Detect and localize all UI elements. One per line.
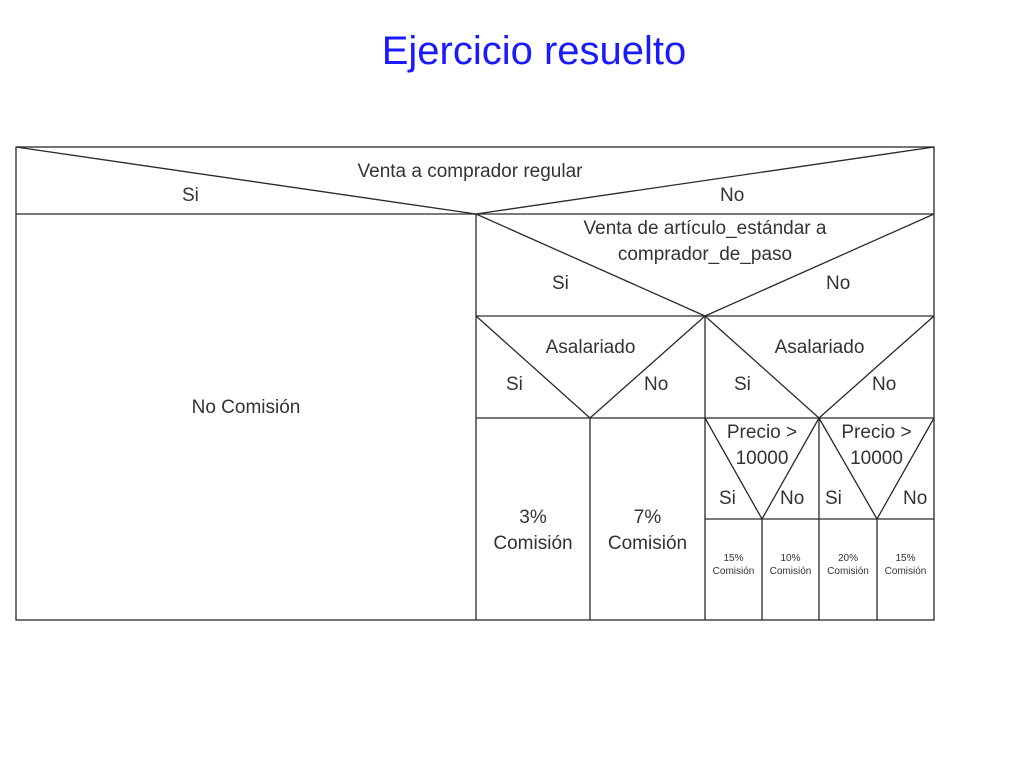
result-7-percent: 7%: [633, 507, 662, 528]
precio-left-line1: Precio >: [726, 422, 798, 443]
result-3-percent: 3%: [519, 507, 547, 528]
asalariado-left-no: No: [644, 374, 669, 395]
result-3-label: Comisión: [493, 533, 573, 554]
asalariado-left-yes: Si: [506, 374, 523, 395]
precio-right-yes: Si: [825, 488, 842, 509]
result-10-label: Comisión: [769, 566, 812, 577]
root-condition: Venta a comprador regular: [357, 161, 583, 182]
result-20-percent: 20%: [837, 553, 858, 564]
result-15b-label: Comisión: [884, 566, 927, 577]
result-15a-label: Comisión: [712, 566, 755, 577]
diagram-frame: [15, 146, 935, 621]
root-no: No: [720, 185, 745, 206]
precio-right-line1: Precio >: [841, 422, 912, 443]
precio-left-line2: 10000: [735, 448, 789, 469]
page-title: Ejercicio resuelto: [381, 29, 687, 73]
precio-left-yes: Si: [719, 488, 736, 509]
asalariado-left-diagonals: [475, 315, 706, 419]
level2-condition-line1: Venta de artículo_estándar a: [583, 218, 827, 239]
precio-left-no: No: [780, 488, 805, 509]
level2-no: No: [826, 273, 851, 294]
result-10-percent: 10%: [780, 553, 801, 564]
result-20-label: Comisión: [827, 566, 869, 577]
result-15a-percent: 15%: [723, 553, 744, 564]
result-7-label: Comisión: [607, 533, 688, 554]
asalariado-right-condition: Asalariado: [774, 337, 865, 358]
asalariado-right-diagonals: [704, 315, 935, 419]
precio-right-no: No: [903, 488, 928, 509]
result-15b-percent: 15%: [895, 553, 916, 564]
asalariado-right-no: No: [872, 374, 897, 395]
level2-yes: Si: [552, 273, 569, 294]
asalariado-right-yes: Si: [734, 374, 751, 395]
root-yes: Si: [182, 185, 199, 206]
level2-condition-line2: comprador_de_paso: [617, 244, 793, 265]
precio-right-diagonals: [818, 417, 935, 521]
precio-left-diagonals: [704, 417, 820, 521]
precio-right-line2: 10000: [850, 448, 903, 469]
asalariado-left-condition: Asalariado: [545, 337, 636, 358]
no-commission-label: No Comisión: [191, 397, 301, 418]
